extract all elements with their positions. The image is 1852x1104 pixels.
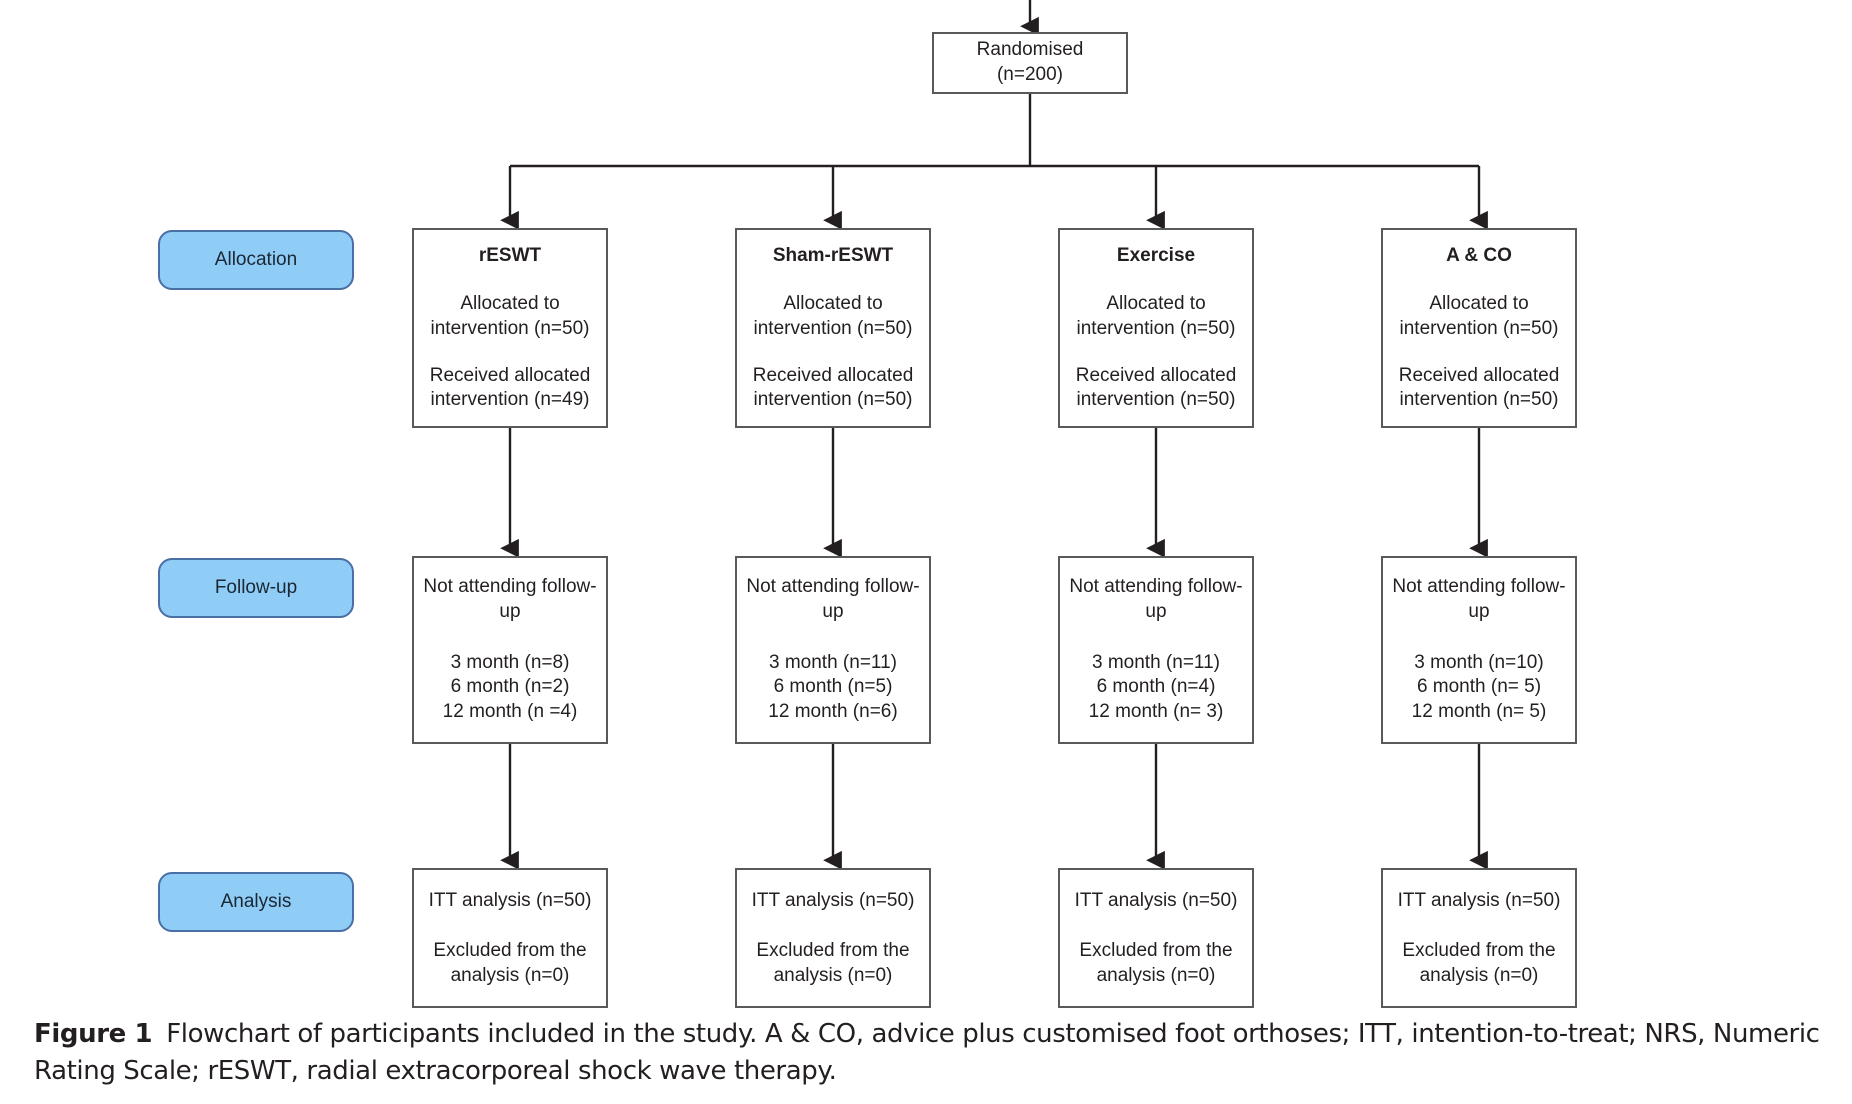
followup-title-line2: up (499, 600, 521, 622)
figure-caption-label: Figure 1 (34, 1019, 153, 1049)
allocated-text-reswt: Allocated to intervention (n=50) (425, 292, 596, 341)
analysis-box-reswt: ITT analysis (n=50) Excluded from the an… (412, 868, 608, 1008)
excluded-line1: Excluded from the (433, 939, 587, 961)
followup-month-3: 3 month (n=11) (769, 651, 897, 673)
stage-label-followup: Follow-up (158, 558, 354, 618)
followup-month-3: 3 month (n=11) (1092, 651, 1220, 673)
allocated-text-exercise: Allocated to intervention (n=50) (1071, 292, 1242, 341)
followup-title-reswt: Not attending follow- up (423, 575, 596, 624)
allocation-box-a-and-co: A & CO Allocated to intervention (n=50) … (1381, 228, 1577, 428)
allocated-line1: Allocated to (1106, 293, 1206, 315)
followup-counts-sham-reswt: 3 month (n=11) 6 month (n=5) 12 month (n… (768, 651, 897, 725)
analysis-box-sham-reswt: ITT analysis (n=50) Excluded from the an… (735, 868, 931, 1008)
itt-analysis-sham-reswt: ITT analysis (n=50) (751, 889, 915, 911)
allocation-box-exercise: Exercise Allocated to intervention (n=50… (1058, 228, 1254, 428)
excluded-line2: analysis (n=0) (1096, 964, 1216, 986)
followup-box-exercise: Not attending follow- up 3 month (n=11) … (1058, 556, 1254, 744)
arm-title-a-and-co: A & CO (1446, 244, 1512, 266)
received-text-exercise: Received allocated intervention (n=50) (1070, 364, 1243, 413)
followup-counts-reswt: 3 month (n=8) 6 month (n=2) 12 month (n … (443, 651, 578, 725)
excluded-sham-reswt: Excluded from the analysis (n=0) (750, 939, 915, 988)
followup-title-line1: Not attending follow- (423, 576, 597, 598)
received-line2: intervention (n=50) (1399, 389, 1559, 411)
followup-counts-exercise: 3 month (n=11) 6 month (n=4) 12 month (n… (1089, 651, 1224, 725)
received-line1: Received allocated (1398, 364, 1560, 386)
arm-title-exercise: Exercise (1116, 244, 1196, 266)
itt-analysis-exercise: ITT analysis (n=50) (1074, 889, 1238, 911)
followup-month-12: 12 month (n= 5) (1411, 701, 1547, 723)
followup-title-exercise: Not attending follow- up (1069, 575, 1242, 624)
followup-title-sham-reswt: Not attending follow- up (746, 575, 919, 624)
allocated-line2: intervention (n=50) (430, 317, 590, 339)
excluded-line1: Excluded from the (1402, 939, 1556, 961)
allocated-text-sham-reswt: Allocated to intervention (n=50) (748, 292, 919, 341)
allocated-line1: Allocated to (460, 293, 560, 315)
consort-flowchart: Randomised (n=200) Allocation Follow-up … (158, 0, 1577, 1008)
followup-title-a-and-co: Not attending follow- up (1392, 575, 1565, 624)
received-line1: Received allocated (429, 364, 591, 386)
received-line2: intervention (n=50) (753, 389, 913, 411)
excluded-exercise: Excluded from the analysis (n=0) (1073, 939, 1238, 988)
followup-title-line2: up (1468, 600, 1490, 622)
figure-caption-text: Flowchart of participants included in th… (34, 1019, 1820, 1086)
stage-label-analysis: Analysis (158, 872, 354, 932)
stage-label-allocation-text: Allocation (214, 249, 298, 270)
received-text-a-and-co: Received allocated intervention (n=50) (1393, 364, 1566, 413)
followup-month-12: 12 month (n =4) (442, 701, 578, 723)
excluded-line2: analysis (n=0) (1419, 964, 1539, 986)
excluded-line1: Excluded from the (756, 939, 910, 961)
allocated-line2: intervention (n=50) (753, 317, 913, 339)
analysis-box-a-and-co: ITT analysis (n=50) Excluded from the an… (1381, 868, 1577, 1008)
followup-title-line2: up (1145, 600, 1167, 622)
stage-label-followup-text: Follow-up (214, 577, 298, 598)
followup-month-6: 6 month (n= 5) (1416, 676, 1542, 698)
followup-box-sham-reswt: Not attending follow- up 3 month (n=11) … (735, 556, 931, 744)
followup-title-line2: up (822, 600, 844, 622)
followup-counts-a-and-co: 3 month (n=10) 6 month (n= 5) 12 month (… (1412, 651, 1547, 725)
randomised-count: (n=200) (996, 64, 1064, 85)
followup-month-12: 12 month (n=6) (768, 701, 898, 723)
received-text-sham-reswt: Received allocated intervention (n=50) (747, 364, 920, 413)
followup-month-12: 12 month (n= 3) (1088, 701, 1224, 723)
followup-month-3: 3 month (n=8) (450, 651, 570, 673)
received-line1: Received allocated (1075, 364, 1237, 386)
received-text-reswt: Received allocated intervention (n=49) (424, 364, 597, 413)
allocated-line2: intervention (n=50) (1076, 317, 1236, 339)
followup-month-3: 3 month (n=10) (1414, 651, 1544, 673)
received-line1: Received allocated (752, 364, 914, 386)
received-line2: intervention (n=49) (430, 389, 590, 411)
allocation-box-sham-reswt: Sham-rESWT Allocated to intervention (n=… (735, 228, 931, 428)
received-line2: intervention (n=50) (1076, 389, 1236, 411)
stage-label-analysis-text: Analysis (220, 891, 292, 912)
excluded-line1: Excluded from the (1079, 939, 1233, 961)
allocated-line1: Allocated to (783, 293, 883, 315)
arm-title-reswt: rESWT (478, 244, 542, 266)
followup-month-6: 6 month (n=5) (773, 676, 893, 698)
followup-title-line1: Not attending follow- (746, 576, 920, 598)
allocated-line1: Allocated to (1429, 293, 1529, 315)
excluded-reswt: Excluded from the analysis (n=0) (427, 939, 592, 988)
itt-analysis-reswt: ITT analysis (n=50) (428, 889, 592, 911)
followup-month-6: 6 month (n=2) (450, 676, 570, 698)
itt-analysis-a-and-co: ITT analysis (n=50) (1397, 889, 1561, 911)
randomised-label: Randomised (976, 39, 1084, 61)
allocated-line2: intervention (n=50) (1399, 317, 1559, 339)
randomised-box: Randomised (n=200) (932, 32, 1128, 94)
allocated-text-a-and-co: Allocated to intervention (n=50) (1394, 292, 1565, 341)
followup-title-line1: Not attending follow- (1069, 576, 1243, 598)
arm-title-sham-reswt: Sham-rESWT (772, 244, 894, 266)
analysis-box-exercise: ITT analysis (n=50) Excluded from the an… (1058, 868, 1254, 1008)
excluded-line2: analysis (n=0) (450, 964, 570, 986)
followup-box-a-and-co: Not attending follow- up 3 month (n=10) … (1381, 556, 1577, 744)
excluded-a-and-co: Excluded from the analysis (n=0) (1396, 939, 1561, 988)
followup-month-6: 6 month (n=4) (1096, 676, 1216, 698)
flowchart-connectors (500, 0, 1488, 870)
stage-label-allocation: Allocation (158, 230, 354, 290)
allocation-box-reswt: rESWT Allocated to intervention (n=50) R… (412, 228, 608, 428)
followup-title-line1: Not attending follow- (1392, 576, 1566, 598)
followup-box-reswt: Not attending follow- up 3 month (n=8) 6… (412, 556, 608, 744)
excluded-line2: analysis (n=0) (773, 964, 893, 986)
